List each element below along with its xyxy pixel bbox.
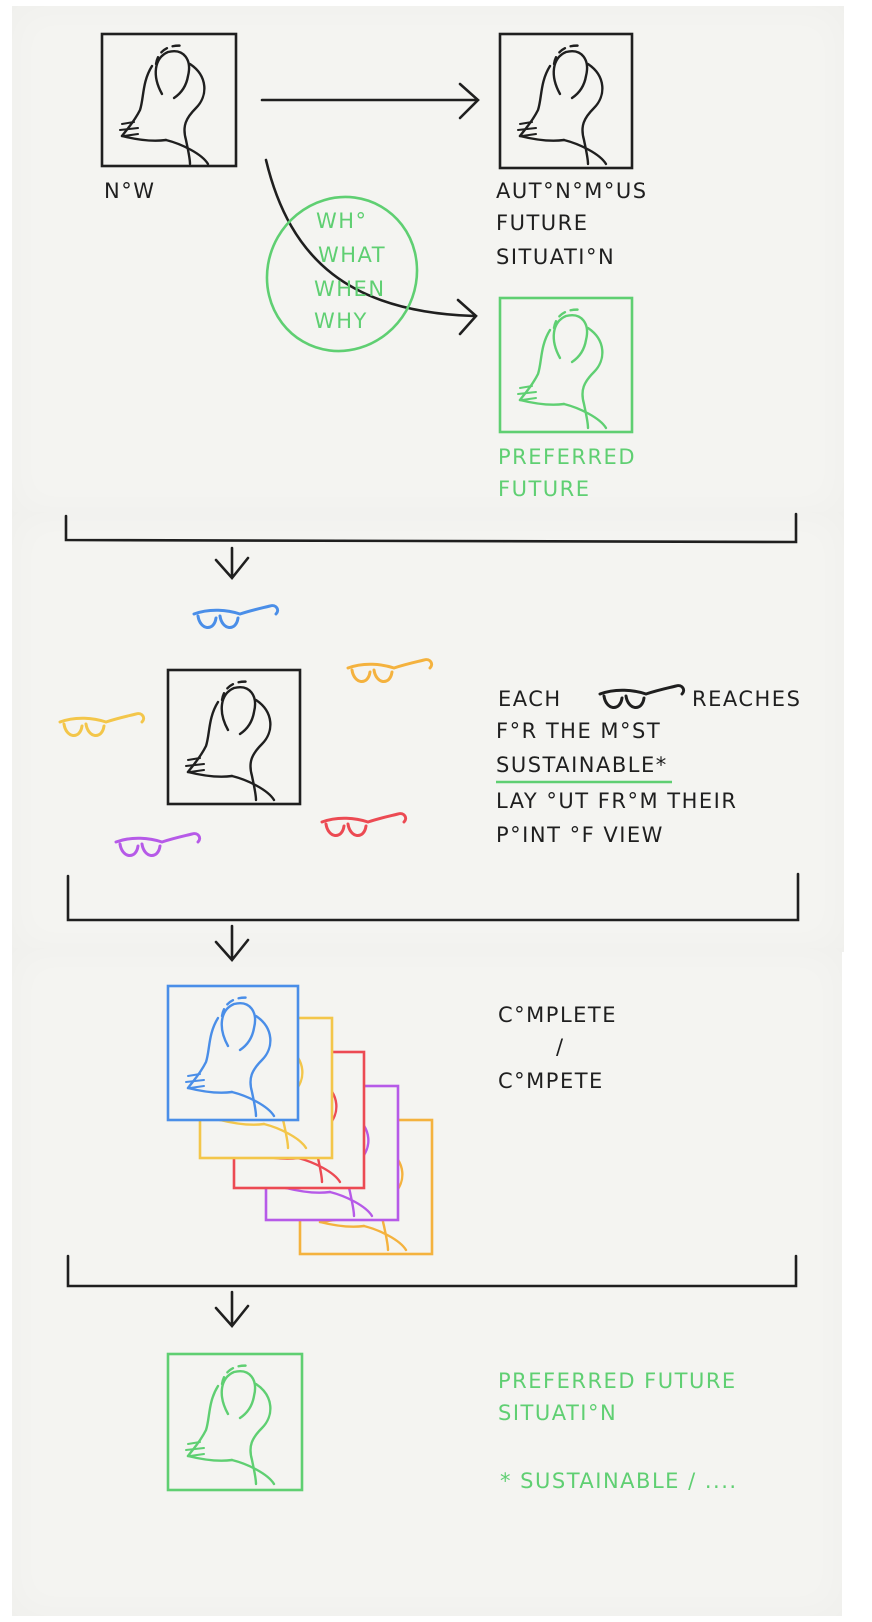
bracket-divider-1 [66,514,796,578]
stage2-text-line-5: P°INT °F VIEW [496,823,664,847]
questions-ellipse [239,169,445,378]
question-why: WHY [314,309,368,333]
stage3-text-slash: / [556,1035,565,1059]
stage2-text-reaches: REACHES [692,687,801,711]
bracket-divider-3 [68,1256,796,1326]
stage4-text-line-1: PREFERRED FUTURE [498,1369,737,1393]
preferred-label-line-2: FUTURE [498,477,591,501]
glasses-icon-blue [194,606,278,628]
stage3-text-compete: C°MPETE [498,1069,604,1093]
current-situation-picture-frame [168,670,300,804]
glasses-icon-purple [116,834,200,856]
question-what: WHAT [318,243,386,267]
preferred-future-result-frame [168,1354,302,1490]
now-label: N°W [104,179,155,203]
stage2-text-each: EACH [498,687,562,711]
glasses-icon-yellow [60,714,144,736]
frame-blue-perspective [168,986,298,1120]
stage4-text-line-2: SITUATI°N [498,1401,617,1425]
stage2-text-line-3: SUSTAINABLE* [496,753,668,777]
stage4-footnote: * SUSTAINABLE / .... [500,1469,738,1493]
stage2-text-line-4: LAY °UT FR°M THEIR [496,789,737,813]
stage2-text-line-2: F°R THE M°ST [496,719,661,743]
preferred-future-picture-frame [500,298,632,432]
bracket-divider-2 [68,874,798,960]
autonomous-label-line-3: SITUATI°N [496,245,615,269]
stage3-text-complete: C°MPLETE [498,1003,617,1027]
glasses-icon-red [322,814,406,836]
now-picture-frame [102,34,236,166]
autonomous-label-line-2: FUTURE [496,211,589,235]
glasses-icon-orange [348,660,432,682]
autonomous-label-line-1: AUT°N°M°US [496,179,648,203]
stacked-perspective-frames [168,986,432,1254]
preferred-label-line-1: PREFERRED [498,445,636,469]
arrow-now-to-autonomous [262,84,478,118]
autonomous-future-picture-frame [500,34,632,168]
question-when: WHEN [314,277,386,301]
glasses-icon-inline [600,686,684,708]
question-who: WH° [316,209,368,233]
